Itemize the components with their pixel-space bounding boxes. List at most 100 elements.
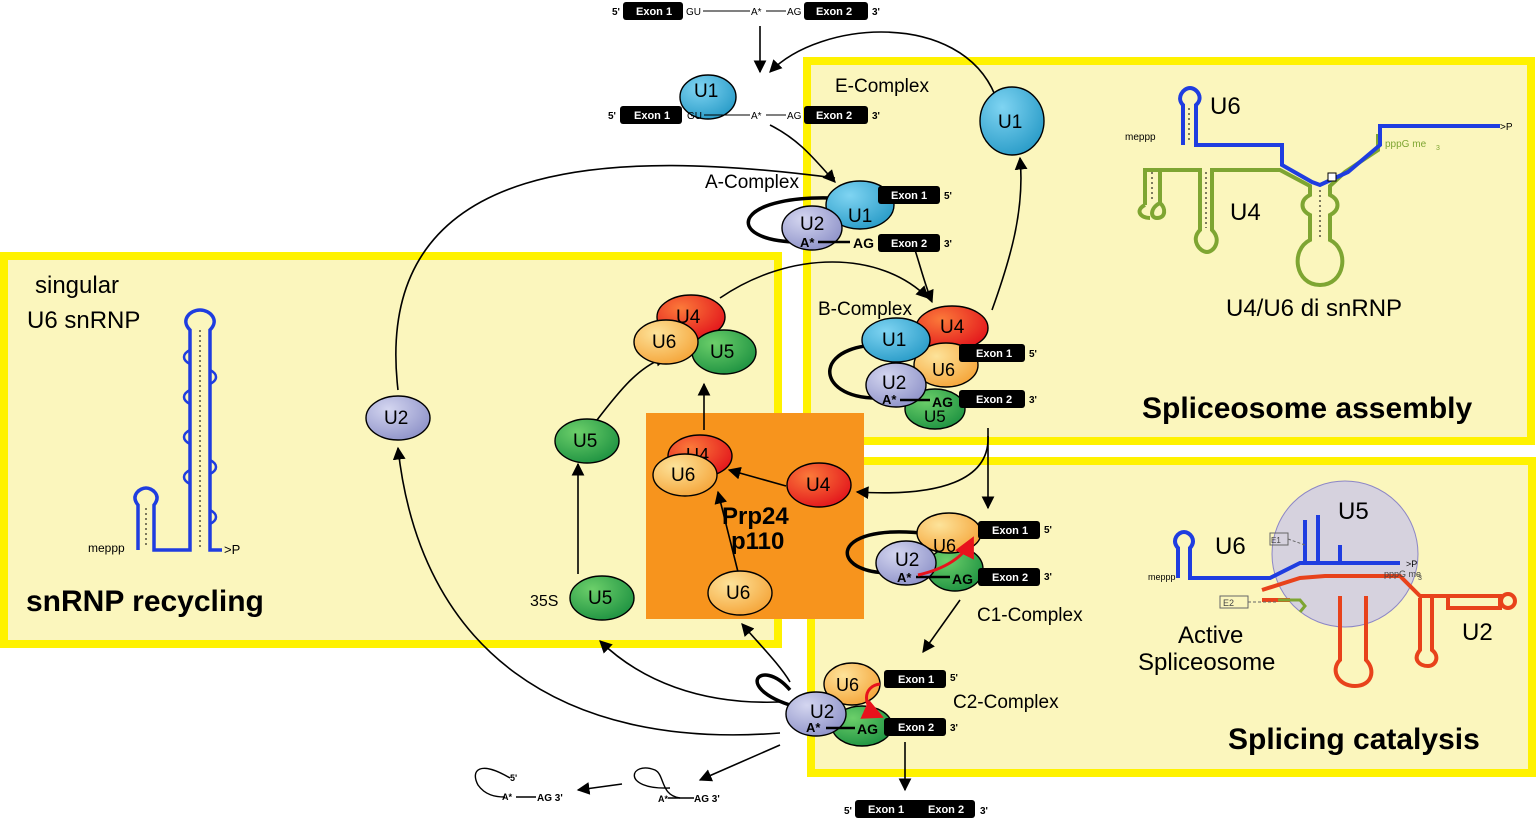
svg-text:5': 5' bbox=[608, 111, 616, 122]
svg-text:meppp: meppp bbox=[88, 541, 125, 555]
svg-text:AG: AG bbox=[932, 394, 953, 410]
svg-text:U5: U5 bbox=[588, 588, 612, 609]
svg-text:U6: U6 bbox=[836, 675, 859, 695]
singular-label-1: singular bbox=[35, 272, 119, 299]
a-complex-label: A-Complex bbox=[705, 172, 799, 193]
svg-text:Exon 2: Exon 2 bbox=[976, 394, 1012, 406]
svg-text:AG: AG bbox=[857, 721, 878, 737]
u4u6-structure bbox=[1137, 85, 1500, 288]
svg-text:AG: AG bbox=[787, 111, 802, 122]
svg-text:3: 3 bbox=[1418, 575, 1422, 582]
svg-text:U6: U6 bbox=[652, 332, 676, 353]
svg-text:Exon 2: Exon 2 bbox=[816, 110, 852, 122]
svg-text:>P: >P bbox=[224, 542, 240, 557]
svg-text:Exon 1: Exon 1 bbox=[976, 348, 1012, 360]
svg-text:E2: E2 bbox=[1223, 598, 1234, 608]
svg-text:U2: U2 bbox=[384, 408, 408, 429]
svg-text:5': 5' bbox=[844, 806, 852, 817]
a-complex: U1 U2 A* AG Exon 1 5' Exon 2 3' bbox=[746, 180, 952, 252]
u5-active-label: U5 bbox=[1338, 498, 1369, 525]
u5-35s: 35S U5 bbox=[530, 575, 635, 621]
svg-text:GU: GU bbox=[686, 7, 701, 18]
u2-active-label: U2 bbox=[1462, 619, 1493, 646]
svg-text:5': 5' bbox=[950, 673, 958, 684]
c1-complex: U6 U2 A* AG Exon 1 5' Exon 2 3' bbox=[845, 512, 1052, 592]
c1-complex-label: C1-Complex bbox=[977, 605, 1083, 626]
svg-text:5': 5' bbox=[944, 191, 952, 202]
svg-text:E1: E1 bbox=[1271, 536, 1281, 545]
svg-text:3: 3 bbox=[1436, 145, 1440, 152]
lariat-intron-2 bbox=[474, 767, 536, 798]
svg-text:U2: U2 bbox=[882, 373, 906, 394]
prp24-label: Prp24 bbox=[722, 503, 789, 530]
svg-text:U6: U6 bbox=[933, 536, 956, 556]
exon2-label: Exon 2 bbox=[816, 6, 852, 18]
singular-u6-basepairs bbox=[145, 330, 201, 548]
svg-text:A*: A* bbox=[882, 392, 897, 407]
svg-text:U4: U4 bbox=[806, 475, 831, 496]
svg-text:Exon 1: Exon 1 bbox=[898, 674, 934, 686]
active-spliceosome-structure: E1 E2 bbox=[1173, 480, 1517, 689]
c2-complex-label: C2-Complex bbox=[953, 692, 1059, 713]
svg-text:Exon 2: Exon 2 bbox=[898, 722, 934, 734]
svg-text:Exon 1: Exon 1 bbox=[634, 110, 670, 122]
recycling-title: snRNP recycling bbox=[26, 585, 264, 618]
svg-text:meppp: meppp bbox=[1148, 572, 1176, 582]
svg-text:5': 5' bbox=[510, 773, 517, 783]
pre-mrna-top: 5' Exon 1 GU A* AG Exon 2 3' bbox=[612, 2, 880, 20]
svg-text:U4: U4 bbox=[940, 317, 965, 338]
svg-text:3': 3' bbox=[1029, 395, 1037, 406]
svg-text:A*: A* bbox=[806, 720, 821, 735]
svg-text:AG: AG bbox=[853, 235, 874, 251]
svg-text:A*: A* bbox=[800, 235, 815, 250]
svg-text:Exon 1: Exon 1 bbox=[891, 190, 927, 202]
u6-dsnrnp-label: U6 bbox=[1210, 93, 1241, 120]
u6-active-label: U6 bbox=[1215, 533, 1246, 560]
svg-text:5': 5' bbox=[1044, 525, 1052, 536]
svg-text:pppG me: pppG me bbox=[1385, 139, 1427, 150]
singular-u6-structure bbox=[133, 308, 222, 552]
u1-free: U1 bbox=[979, 86, 1045, 156]
spliced-mrna: 5' Exon 1 Exon 2 3' bbox=[844, 800, 988, 818]
b-complex-label: B-Complex bbox=[818, 299, 912, 320]
svg-text:3': 3' bbox=[872, 111, 880, 122]
svg-text:meppp: meppp bbox=[1125, 132, 1156, 143]
svg-text:AG: AG bbox=[952, 571, 973, 587]
svg-text:AG: AG bbox=[787, 7, 802, 18]
svg-text:5': 5' bbox=[612, 7, 620, 18]
svg-text:Exon 2: Exon 2 bbox=[992, 572, 1028, 584]
svg-text:3': 3' bbox=[950, 723, 958, 734]
active-label-1: Active bbox=[1178, 622, 1243, 649]
e-complex-mrna: U1 5' Exon 1 GU A* AG Exon 2 3' bbox=[608, 74, 880, 124]
svg-text:5': 5' bbox=[1029, 349, 1037, 360]
svg-text:U1: U1 bbox=[848, 206, 872, 227]
svg-text:GU: GU bbox=[687, 111, 702, 122]
u4u6-di-snrnp-label: U4/U6 di snRNP bbox=[1226, 295, 1402, 322]
c2-complex: U6 U2 A* AG Exon 1 5' Exon 2 3' bbox=[755, 662, 958, 747]
u2-recycled: U2 bbox=[365, 395, 431, 441]
svg-text:A*: A* bbox=[502, 792, 512, 802]
catalysis-title: Splicing catalysis bbox=[1228, 723, 1480, 756]
svg-text:3': 3' bbox=[872, 7, 880, 18]
svg-text:U5: U5 bbox=[924, 407, 946, 426]
label-35s: 35S bbox=[530, 593, 558, 610]
svg-text:Exon 2: Exon 2 bbox=[928, 804, 964, 816]
u4u6-center: U4 U6 bbox=[652, 434, 733, 497]
svg-text:AG 3': AG 3' bbox=[694, 794, 720, 805]
svg-text:U6: U6 bbox=[671, 465, 695, 486]
cycle-arrows bbox=[392, 26, 1028, 795]
svg-text:U2: U2 bbox=[810, 702, 834, 723]
u4-dsnrnp-label: U4 bbox=[1230, 199, 1261, 226]
svg-text:pppG me: pppG me bbox=[1384, 569, 1421, 579]
svg-text:U5: U5 bbox=[710, 342, 734, 363]
svg-text:3': 3' bbox=[944, 239, 952, 250]
svg-text:Exon 1: Exon 1 bbox=[992, 525, 1028, 537]
svg-text:A*: A* bbox=[751, 111, 762, 122]
u6-center: U6 bbox=[707, 570, 773, 616]
svg-text:Exon 2: Exon 2 bbox=[891, 238, 927, 250]
svg-text:Exon 1: Exon 1 bbox=[868, 804, 904, 816]
b-complex: U4 U5 U6 U1 U2 A* AG Exon 1 5' Exon 2 3' bbox=[828, 305, 1037, 430]
e-complex-label: E-Complex bbox=[835, 76, 929, 97]
svg-text:U1: U1 bbox=[998, 112, 1022, 133]
lariat-intron-1 bbox=[633, 767, 694, 799]
